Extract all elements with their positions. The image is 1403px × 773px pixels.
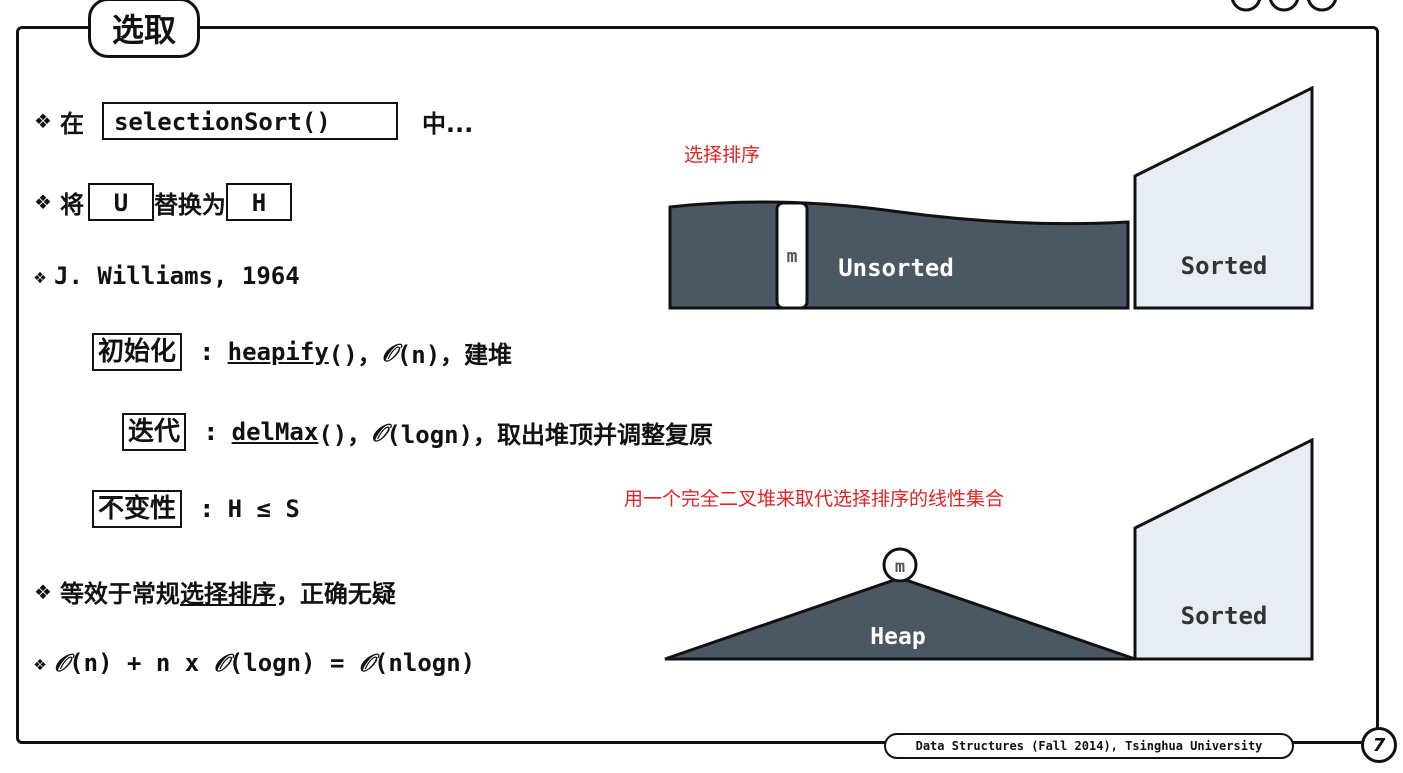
bullet-text: 将 xyxy=(59,190,84,219)
annotation-heap-replace: 用一个完全二叉堆来取代选择排序的线性集合 xyxy=(624,488,1005,510)
diamond-bullet-icon: ❖ xyxy=(34,579,52,604)
bullet-text-underlined: 选择排序 xyxy=(179,580,276,608)
footer-course-info: Data Structures (Fall 2014), Tsinghua Un… xyxy=(884,733,1294,759)
bullet-text: 等效于常规 xyxy=(59,580,180,608)
big-o-symbol: 𝒪 xyxy=(213,648,229,677)
heap-root-label: m xyxy=(895,557,905,577)
bullet-complexity: ❖ 𝒪 (n) + n x 𝒪 (logn) = 𝒪 (nlogn) xyxy=(34,648,475,677)
big-o-symbol: 𝒪 xyxy=(381,337,397,367)
code-box-u: U xyxy=(87,183,154,221)
bullet-text: 中... xyxy=(421,109,474,138)
heap-label: Heap xyxy=(870,624,925,650)
step-text: (logn)，取出堆顶并调整复原 xyxy=(386,420,714,449)
heap-root-node xyxy=(882,547,918,583)
bullet-selection-sort: ❖ 在 selectionSort() 中... xyxy=(34,102,473,140)
bullet-text: 替换为 xyxy=(153,190,226,219)
decorative-circles xyxy=(1231,0,1337,12)
bullet-text: ，正确无疑 xyxy=(275,580,396,608)
step-label: 初始化 xyxy=(92,333,183,371)
unsorted-label: Unsorted xyxy=(838,254,954,282)
max-element-bar xyxy=(775,201,809,310)
code-box-h: H xyxy=(225,183,292,221)
bullet-text: (nlogn) xyxy=(373,648,476,677)
bullet-replace: ❖ 将 U 替换为 H xyxy=(34,183,292,221)
big-o-symbol: 𝒪 xyxy=(358,648,374,677)
page-number: 7 xyxy=(1361,727,1397,763)
slide-frame xyxy=(16,26,1379,744)
colon: : xyxy=(206,418,216,446)
bullet-williams: ❖ J. Williams, 1964 xyxy=(34,262,300,290)
step-label: 迭代 xyxy=(122,413,187,451)
big-o-symbol: 𝒪 xyxy=(371,417,387,447)
sorted-label-top: Sorted xyxy=(1181,252,1268,280)
bullet-text: (logn) = xyxy=(228,648,359,677)
bullet-text: 在 xyxy=(59,109,84,138)
slide-title: 选取 xyxy=(88,0,200,58)
diamond-bullet-icon: ❖ xyxy=(34,264,47,288)
step-invariant: 不变性 : H ≤ S xyxy=(92,490,300,528)
step-label: 不变性 xyxy=(92,490,183,528)
bullet-text: (n) + n x xyxy=(69,648,214,677)
step-init: 初始化 : heapify ()， 𝒪 (n)，建堆 xyxy=(92,333,512,371)
big-o-symbol: 𝒪 xyxy=(54,648,70,677)
step-text: ()， xyxy=(328,340,382,369)
func-heapify: heapify xyxy=(227,338,329,366)
code-box-selectionsort: selectionSort() xyxy=(101,102,398,140)
diamond-bullet-icon: ❖ xyxy=(34,190,52,214)
step-iterate: 迭代 : delMax ()， 𝒪 (logn)，取出堆顶并调整复原 xyxy=(122,413,713,451)
step-text: (n)，建堆 xyxy=(396,340,513,369)
step-text: H ≤ S xyxy=(227,495,300,523)
sorted-region-bottom xyxy=(1133,437,1314,661)
bullet-equivalent: ❖ 等效于常规 选择排序 ，正确无疑 xyxy=(34,574,396,609)
func-delmax: delMax xyxy=(231,418,319,446)
colon: : xyxy=(202,338,212,366)
annotation-selection-sort: 选择排序 xyxy=(684,144,761,166)
sorted-region-top xyxy=(1133,85,1314,310)
diamond-bullet-icon: ❖ xyxy=(34,109,52,133)
max-element-label: m xyxy=(787,246,798,267)
step-text: ()， xyxy=(318,420,372,449)
bullet-text: J. Williams, 1964 xyxy=(54,262,300,290)
sorted-label-bottom: Sorted xyxy=(1181,602,1268,630)
diamond-bullet-icon: ❖ xyxy=(34,650,47,675)
colon: : xyxy=(202,495,212,523)
